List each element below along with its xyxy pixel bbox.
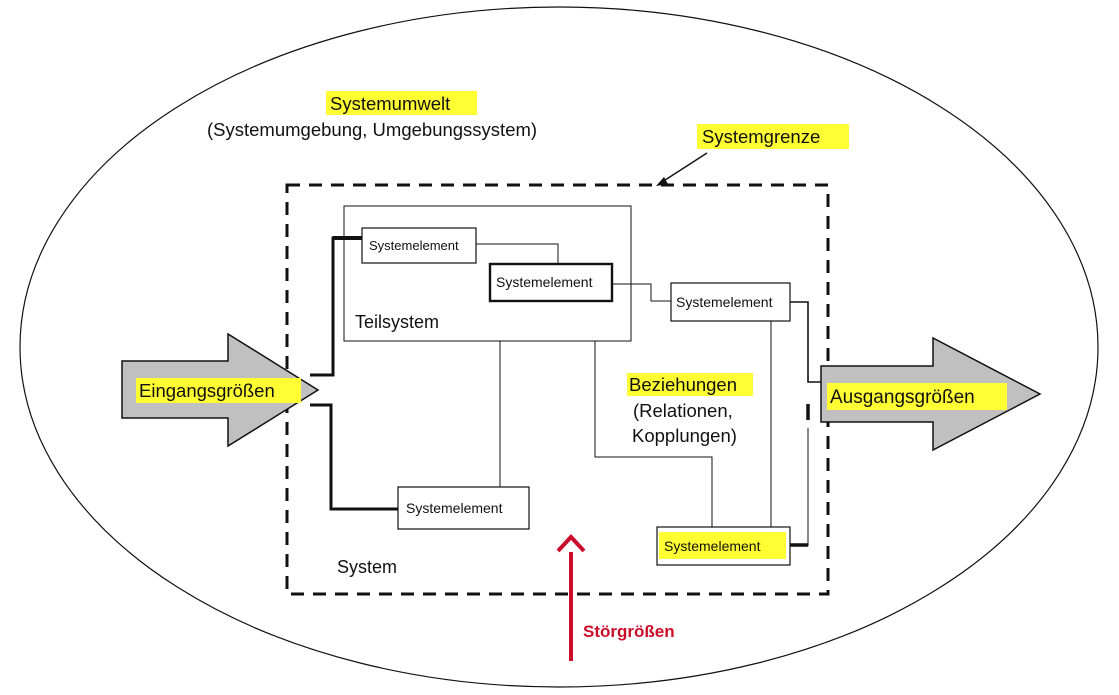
output-label-highlight	[827, 383, 1007, 410]
relation-lines	[310, 236, 822, 547]
system-element-label: Systemelement	[369, 238, 459, 253]
boundary-pointer-head	[656, 177, 668, 186]
boundary-label-highlight	[697, 124, 849, 149]
relations-line1: (Relationen,	[633, 400, 733, 421]
system-element-box	[488, 262, 614, 303]
relations-line2: Kopplungen)	[632, 425, 737, 446]
environment-title: Systemumwelt	[330, 93, 450, 114]
relation-line	[790, 301, 822, 383]
boundary-label: Systemgrenze	[702, 126, 820, 147]
relation-line	[594, 341, 713, 527]
relations-title: Beziehungen	[629, 374, 737, 395]
disturbance-label: Störgrößen	[583, 622, 675, 641]
input-label: Eingangsgrößen	[139, 380, 275, 401]
environment-title-highlight	[326, 91, 477, 115]
output-label: Ausgangsgrößen	[830, 387, 975, 408]
system-element-highlight	[659, 532, 786, 559]
boundary-pointer-line	[661, 152, 708, 183]
disturbance-arrow-head	[556, 534, 586, 553]
system-element-label: Systemelement	[496, 274, 593, 290]
system-element-box	[361, 227, 477, 264]
environment-subtitle: (Systemumgebung, Umgebungssystem)	[207, 119, 537, 140]
relation-line	[476, 243, 559, 264]
environment-ellipse	[19, 6, 1099, 688]
system-element-box	[670, 282, 791, 322]
system-element-box	[397, 486, 530, 530]
relations-title-highlight	[627, 373, 753, 396]
input-label-highlight	[136, 378, 301, 403]
system-element-label: Systemelement	[406, 500, 503, 516]
relation-line	[310, 236, 362, 377]
subsystem-label: Teilsystem	[355, 312, 439, 332]
system-label: System	[337, 557, 397, 577]
relation-line	[612, 283, 671, 302]
subsystem-frame	[343, 205, 632, 342]
relation-line	[310, 403, 398, 511]
system-element-label: Systemelement	[664, 538, 761, 554]
system-element-label: Systemelement	[676, 294, 773, 310]
